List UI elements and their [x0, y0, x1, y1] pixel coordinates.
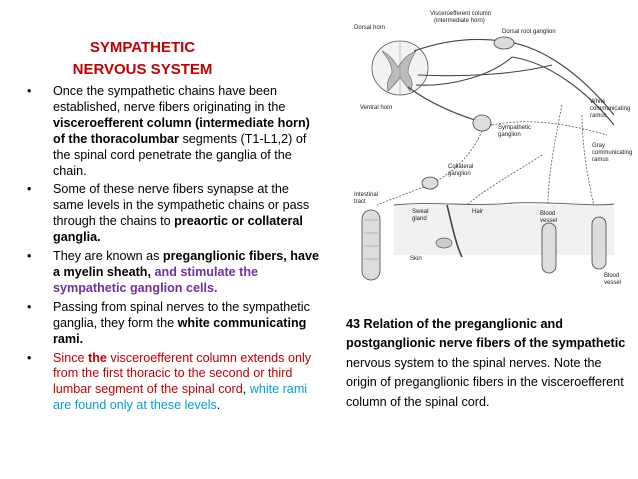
- bullet-text: Some of these nerve fibers synapse at th…: [53, 182, 310, 229]
- bullet-item-5: • Since the visceroefferent column extend…: [22, 351, 322, 415]
- bullet-item-2: • Some of these nerve fibers synapse at …: [22, 182, 322, 246]
- bullet-dot: •: [27, 84, 32, 98]
- bullet-emphasis: preaortic or collateral ganglia.: [53, 214, 303, 245]
- sympathetic-ganglion: [472, 114, 492, 132]
- label-sympathetic-ganglion-2: ganglion: [498, 132, 521, 138]
- bullet-text-red: visceroefferent column extends only from…: [53, 350, 312, 397]
- label-dorsal-horn: Dorsal horn: [354, 25, 385, 31]
- sweat-gland: [435, 237, 453, 249]
- bullet-list: • Once the sympathetic chains have been e…: [22, 84, 322, 417]
- bullet-text: segments (T1-L1,2) of the spinal cord pe…: [53, 131, 307, 178]
- bullet-text: Passing from spinal nerves to the sympat…: [53, 299, 310, 330]
- label-skin: Skin: [410, 256, 422, 262]
- label-collateral-ganglion-1: Collateral: [448, 164, 473, 170]
- spinal-cord-section: [371, 40, 429, 96]
- intestinal-tract: [361, 209, 381, 281]
- bullet-emphasis: white communicating rami.: [53, 315, 307, 346]
- label-ventral-horn: Ventral horn: [360, 105, 392, 111]
- bullet-highlight-purple: and stimulate the sympathetic ganglion c…: [53, 264, 259, 295]
- label-intestinal-2: tract: [354, 199, 366, 205]
- skin-surface: [393, 202, 615, 206]
- bullet-dot: •: [27, 249, 32, 264]
- bullet-text: ,: [242, 382, 250, 397]
- bullet-text-red: Since: [53, 350, 89, 365]
- slide-title-line-2: NERVOUS SYSTEM: [72, 61, 213, 78]
- label-intestinal-1: Intestinal: [354, 192, 378, 198]
- label-white-ramus-3: ramus: [590, 113, 607, 119]
- label-blood-vessel-2b: vessel: [604, 280, 621, 286]
- label-sympathetic-ganglion-1: Sympathetic: [498, 125, 531, 131]
- label-blood-vessel-1a: Blood: [540, 211, 555, 217]
- label-white-ramus-1: White: [590, 99, 606, 105]
- label-gray-ramus-1: Gray: [592, 143, 605, 149]
- blood-vessel-1: [541, 222, 557, 274]
- bullet-dot: •: [27, 299, 32, 314]
- label-visceroefferent-2: (intermediate horn): [434, 18, 485, 24]
- bullet-emphasis: visceroefferent column (intermediate hor…: [53, 115, 310, 146]
- dorsal-root-ganglion: [493, 36, 515, 50]
- label-visceroefferent-1: Visceroefferent column: [430, 11, 491, 17]
- bullet-emphasis: preganglionic fibers, have a myelin shea…: [53, 249, 319, 279]
- label-white-ramus-2: communicating: [590, 106, 630, 112]
- bullet-text-cyan: white rami are found only at these level…: [53, 382, 308, 413]
- blood-vessel-2: [591, 216, 607, 270]
- label-sweat-gland-2: gland: [412, 216, 427, 222]
- bullet-item-4: • Passing from spinal nerves to the symp…: [22, 300, 322, 348]
- bullet-item-3: • They are known as preganglionic fibers…: [22, 249, 322, 297]
- bullet-text: .: [216, 398, 221, 413]
- bullet-text-red-bold: the: [88, 350, 107, 365]
- label-gray-ramus-2: communicating: [592, 150, 632, 156]
- label-collateral-ganglion-2: ganglion: [448, 171, 471, 177]
- bullet-item-1: • Once the sympathetic chains have been e…: [22, 84, 322, 179]
- caption-bold: 43 Relation of the preganglionic and pos…: [346, 317, 626, 351]
- collateral-ganglion: [421, 176, 439, 190]
- label-blood-vessel-1b: vessel: [540, 218, 557, 224]
- bullet-text: Once the sympathetic chains have been es…: [53, 84, 286, 114]
- label-dorsal-root-ganglion: Dorsal root ganglion: [502, 29, 556, 35]
- hair-shaft: [446, 204, 463, 258]
- figure-caption: 43 Relation of the preganglionic and pos…: [346, 315, 631, 412]
- caption-text: nervous system to the spinal nerves. Not…: [346, 355, 624, 409]
- sympathetic-nerve-diagram: Dorsal horn Visceroefferent column (inte…: [354, 11, 632, 286]
- bullet-dot: •: [27, 182, 32, 197]
- nerve-roots: [407, 38, 615, 126]
- label-sweat-gland-1: Sweat: [412, 209, 429, 215]
- slide-title-line-1: SYMPATHETIC: [89, 39, 196, 56]
- label-hair: Hair: [472, 209, 483, 215]
- bullet-dot: •: [27, 350, 32, 365]
- label-gray-ramus-3: ramus: [592, 157, 609, 163]
- label-blood-vessel-2a: Blood: [604, 273, 619, 279]
- bullet-text: They are known as: [53, 249, 163, 264]
